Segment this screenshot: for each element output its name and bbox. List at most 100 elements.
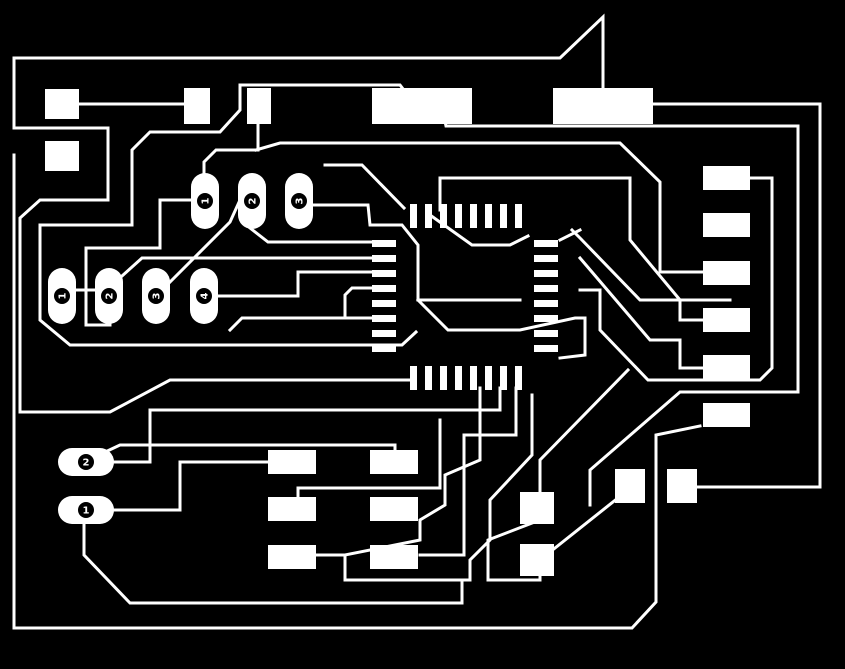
ic-pad-bottom xyxy=(410,366,417,390)
trace-hdr-left-3 xyxy=(167,198,242,285)
pad-top-wide-1 xyxy=(372,88,472,124)
trace-top-arc xyxy=(323,163,407,211)
drill-hole xyxy=(196,288,212,304)
trace-header-top-1b xyxy=(84,198,206,327)
ic-pad-top xyxy=(425,204,432,228)
trace-power-1b xyxy=(82,508,464,605)
pad-label: 2 xyxy=(105,292,116,299)
ic-pad-left xyxy=(372,300,396,307)
pad-smd-d1 xyxy=(615,469,645,503)
ic-pad-bottom xyxy=(500,366,507,390)
pad-smd-b3 xyxy=(370,545,418,569)
drill-hole xyxy=(244,193,260,209)
trace-power-1 xyxy=(82,460,292,512)
header-pad: 2 xyxy=(95,268,123,324)
pad-conn-2 xyxy=(703,213,750,237)
header-pad: 2 xyxy=(58,448,114,476)
pad-conn-6 xyxy=(703,403,750,427)
ic-pad-bottom xyxy=(515,366,522,390)
ic-pad-top xyxy=(410,204,417,228)
drill-hole xyxy=(291,193,307,209)
header-pad: 3 xyxy=(142,268,170,324)
trace-ic-bottom-1 xyxy=(82,386,502,464)
ic-pad-left xyxy=(372,240,396,247)
pad-conn-4 xyxy=(703,308,750,332)
drill-hole xyxy=(148,288,164,304)
header-top-pads: 1 2 3 xyxy=(191,173,313,229)
pad-conn-3 xyxy=(703,261,750,285)
trace-hdr-left-5 xyxy=(227,316,382,333)
header-pad: 1 xyxy=(48,268,76,324)
trace-hdr-left-2 xyxy=(119,256,382,279)
pad-top-left xyxy=(45,89,79,119)
trace-mid-bus xyxy=(343,286,382,320)
pad-label: 1 xyxy=(83,506,90,517)
ic-pad-bottom xyxy=(455,366,462,390)
ic-pad-left xyxy=(372,315,396,322)
pad-smd-d2 xyxy=(667,469,697,503)
power-pads: 21 xyxy=(58,448,114,524)
ic-pad-bottom xyxy=(470,366,477,390)
trace-ic-top xyxy=(438,176,732,302)
trace-mid-bus-2 xyxy=(415,297,587,360)
pad-label: 4 xyxy=(200,292,211,299)
pad-conn-1 xyxy=(703,166,750,190)
header-pad: 3 xyxy=(285,173,313,229)
trace-top-hook xyxy=(38,83,419,347)
ic-pad-right xyxy=(534,285,558,292)
trace-ic-bottom-2 xyxy=(418,386,518,557)
drill-hole xyxy=(78,454,94,470)
trace-smd-low xyxy=(343,386,482,557)
trace-left-frame xyxy=(12,126,412,414)
trace-header-top-2 xyxy=(254,141,727,274)
pad-smd-a3 xyxy=(268,545,316,569)
pad-label: 3 xyxy=(295,197,306,204)
copper-traces xyxy=(12,13,822,630)
qfp-chip-pads xyxy=(372,204,558,390)
ic-pad-left xyxy=(372,255,396,262)
pad-smd-a1 xyxy=(268,450,316,474)
trace-right-4 xyxy=(427,212,531,247)
pad-label: 1 xyxy=(201,197,212,204)
ic-pad-top xyxy=(500,204,507,228)
ic-pad-top xyxy=(455,204,462,228)
trace-right-2 xyxy=(569,227,732,322)
ic-pad-left xyxy=(372,330,396,337)
header-pad: 4 xyxy=(190,268,218,324)
smd-pads xyxy=(45,88,750,576)
trace-header-top-2b xyxy=(247,225,382,244)
trace-outer-loop xyxy=(12,13,605,130)
ic-pad-right xyxy=(534,315,558,322)
header-pad: 2 xyxy=(238,173,266,229)
drill-hole xyxy=(54,288,70,304)
ic-pad-top xyxy=(440,204,447,228)
ic-pad-right xyxy=(534,255,558,262)
pad-label: 2 xyxy=(248,197,259,204)
drill-hole xyxy=(101,288,117,304)
header-pad: 1 xyxy=(191,173,219,229)
ic-pad-right xyxy=(534,270,558,277)
pad-smd-c2 xyxy=(520,544,554,576)
ic-pad-top xyxy=(470,204,477,228)
pad-conn-5 xyxy=(703,355,750,379)
pad-label: 3 xyxy=(152,292,163,299)
pad-smd-c1 xyxy=(520,492,554,524)
trace-bottom-loop xyxy=(12,153,702,630)
trace-hdr-left-4 xyxy=(214,270,382,298)
trace-edge-right xyxy=(557,227,583,243)
ic-pad-left xyxy=(372,345,396,352)
ic-pad-left xyxy=(372,285,396,292)
pad-top-small-2 xyxy=(247,88,271,124)
pad-smd-b1 xyxy=(370,450,418,474)
ic-pad-right xyxy=(534,300,558,307)
drill-hole xyxy=(197,193,213,209)
pad-label: 1 xyxy=(58,292,69,299)
header-left-pads: 1 2 3 4 xyxy=(48,268,218,324)
ic-pad-bottom xyxy=(485,366,492,390)
pad-label: 2 xyxy=(83,458,90,469)
drill-hole xyxy=(78,502,94,518)
pad-left-2 xyxy=(45,141,79,171)
trace-right-1 xyxy=(578,176,774,382)
trace-outer-loop-right xyxy=(618,102,822,489)
